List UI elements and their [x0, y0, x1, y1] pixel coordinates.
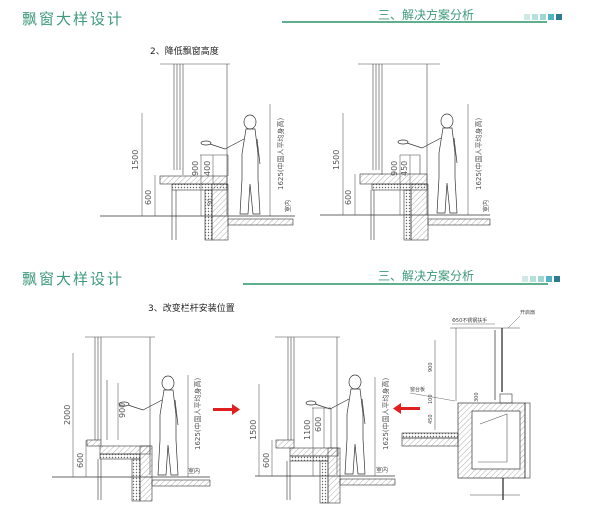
section-title: 三、解决方案分析: [378, 8, 475, 22]
arrow-right-icon: [213, 404, 240, 415]
subtitle: 3、改变栏杆安装位置: [148, 304, 235, 314]
decor-square: [522, 276, 528, 282]
section-drawing-2: 1500 600 900 450 1625(中国人平均身高) 室内: [320, 63, 491, 241]
header-divider: [243, 283, 548, 285]
dim-top: 300: [474, 392, 480, 402]
decor-square: [538, 276, 544, 282]
label-indoor: 室内: [188, 467, 200, 475]
dim-person: 1625(中国人平均身高): [381, 377, 390, 450]
dim-person: 1625(中国人平均身高): [276, 117, 285, 190]
decor-square: [524, 14, 530, 20]
dim-small: 50: [207, 198, 214, 206]
dim-person: 1625(中国人平均身高): [474, 117, 483, 190]
dim-sill: 600: [76, 453, 85, 468]
label-indoor: 室内: [482, 200, 490, 212]
section-title: 三、解决方案分析: [378, 269, 475, 283]
dim-rail-high: 900: [191, 161, 200, 176]
dim-rail-high: 900: [390, 161, 399, 176]
header-title: 飘窗大样设计: [22, 270, 125, 288]
header-divider: [282, 21, 547, 23]
dim-rail-low: 400: [203, 161, 212, 176]
section-drawing-4: 1500 600 1100 600 1625(中国人平均身高) 室内: [249, 336, 396, 504]
section-drawing-1: 1500 600 900 400 50 1625(中国人平均身高) 室内: [100, 63, 295, 241]
decor-square: [556, 14, 562, 20]
dim-total: 1500: [131, 150, 140, 170]
label-indoor: 室内: [376, 466, 388, 474]
subtitle: 2、降低飘窗高度: [150, 47, 219, 57]
decor-square: [540, 14, 546, 20]
dim-total: 1500: [332, 150, 341, 170]
section-drawing-3: 2000 600 900 1625(中国人平均身高) 室内: [52, 336, 211, 502]
dim-rail-low: 450: [400, 161, 409, 176]
header-title: 飘窗大样设计: [22, 10, 125, 28]
dim-900: 900: [428, 362, 434, 372]
decor-square: [548, 14, 554, 20]
decor-square: [546, 276, 552, 282]
label-sill-board: 窗台板: [410, 386, 425, 393]
dim-100: 100: [428, 394, 434, 404]
dim-person: 1625(中国人平均身高): [193, 377, 202, 450]
dim-rail-low: 600: [314, 417, 323, 432]
dim-total: 1500: [249, 420, 258, 440]
dim-rail: 900: [118, 403, 127, 418]
dim-rail-high: 1100: [303, 420, 312, 440]
label-handrail: Φ50不锈钢扶手: [452, 317, 487, 324]
decor-square: [530, 276, 536, 282]
label-sash: 开启扇: [520, 309, 535, 316]
decor-square: [554, 276, 560, 282]
dim-450: 450: [428, 414, 434, 424]
label-indoor: 室内: [284, 200, 292, 212]
dim-sill: 600: [262, 453, 271, 468]
decor-square: [532, 14, 538, 20]
dim-sill: 600: [144, 190, 153, 205]
detail-drawing: Φ50不锈钢扶手 开启扇 窗台板 900 100 450 300: [401, 309, 535, 500]
arrow-left-icon: [393, 403, 420, 414]
dim-sill: 600: [344, 190, 353, 205]
dim-total: 2000: [63, 405, 72, 425]
